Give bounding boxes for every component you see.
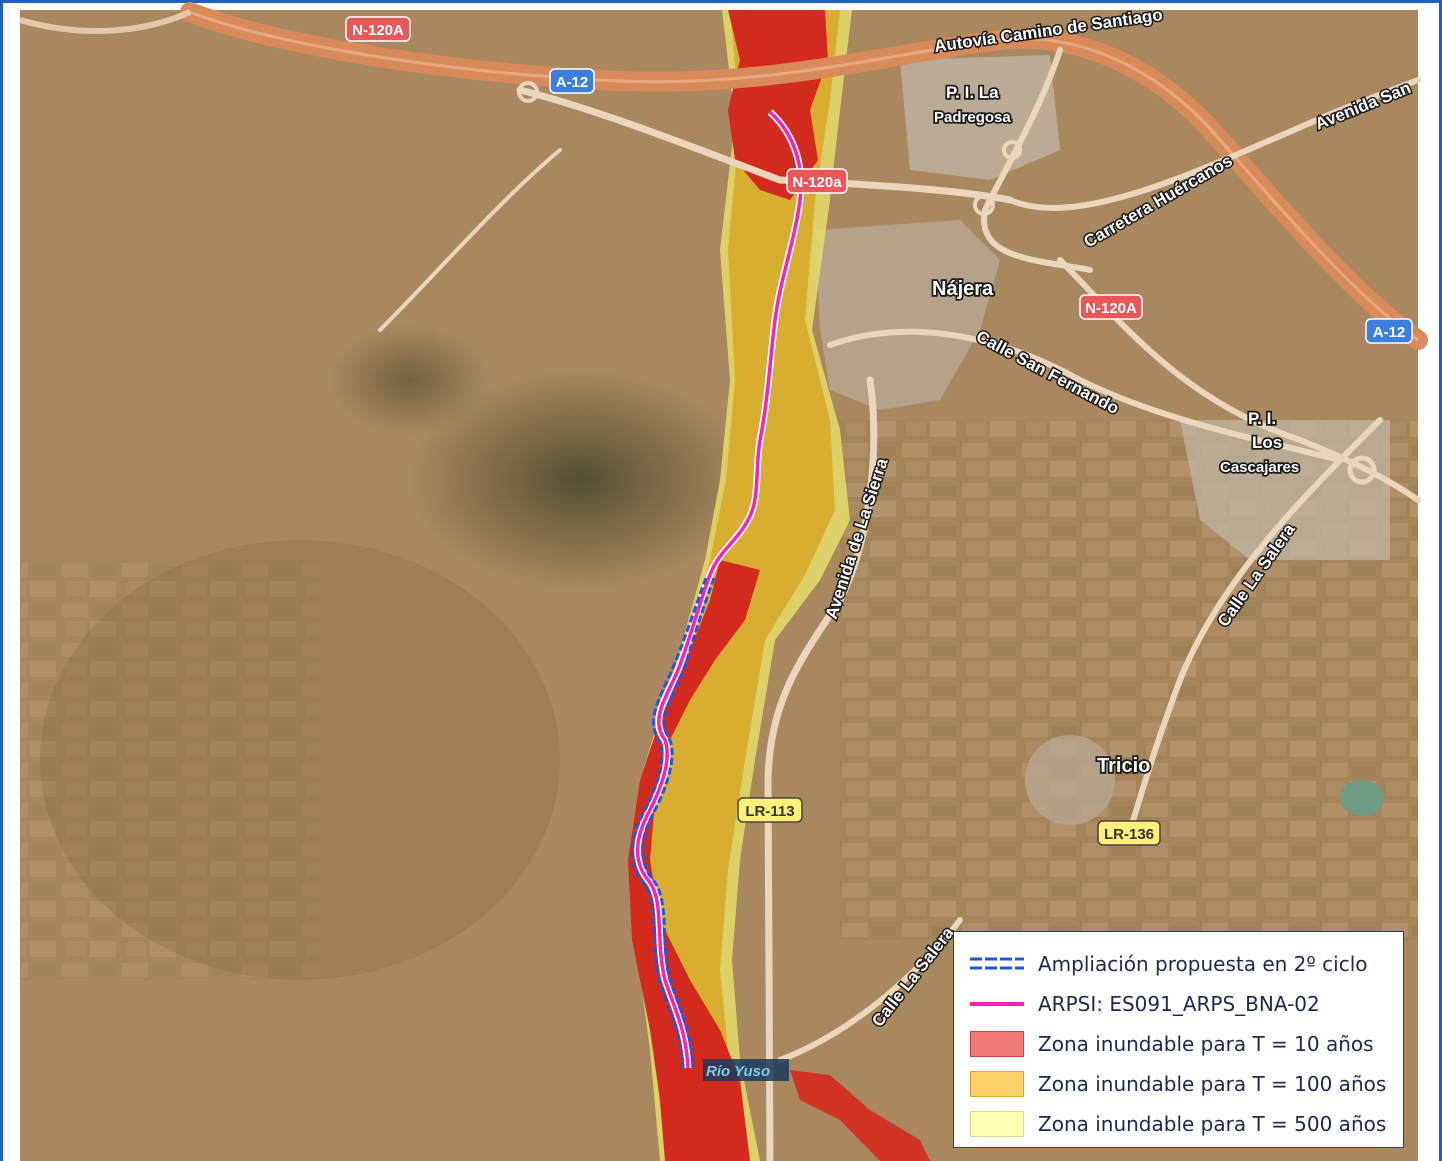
farm-fields-west (20, 560, 320, 980)
shield-n120A-right-bg (1079, 294, 1143, 320)
legend-label-extension: Ampliación propuesta en 2º ciclo (1038, 952, 1368, 976)
label-rio-yuso: Río Yuso (706, 1063, 770, 1080)
label-pi-padregosa-2: Padregosa (934, 109, 1011, 126)
magenta-line-icon (970, 1002, 1024, 1006)
red-swatch-icon (970, 1031, 1024, 1057)
label-pi-cascajares-1: P. I. (1248, 409, 1276, 428)
dashed-blue-line-icon (970, 957, 1024, 970)
flood-zone-t10-east-branch (790, 1070, 930, 1161)
shield-n120A-top-bg (345, 16, 411, 42)
legend-label-arpsi: ARPSI: ES091_ARPS_BNA-02 (1038, 992, 1320, 1016)
legend-label-t10: Zona inundable para T = 10 años (1038, 1032, 1374, 1056)
shield-lr113: LR-113 (745, 803, 794, 820)
legend-item-t10: Zona inundable para T = 10 años (954, 1026, 1403, 1062)
shield-lr136: LR-136 (1104, 826, 1154, 843)
carretera-huercanos-road (1007, 77, 1421, 211)
calle-la-salera-road (1127, 417, 1383, 833)
roundabout-west (517, 81, 539, 103)
orange-swatch-icon (970, 1071, 1024, 1097)
label-pi-cascajares-3: Cascajares (1220, 459, 1299, 476)
legend-label-t500: Zona inundable para T = 500 años (1038, 1112, 1387, 1136)
extension-line-right (641, 577, 716, 1069)
rio-yuso-label-bg (703, 1059, 789, 1081)
roundabout-najera (973, 194, 995, 216)
roundabout-cascajares (1347, 455, 1377, 485)
shield-n120A-top: N-120A (352, 22, 404, 39)
avenida-de-la-sierra-road (764, 376, 878, 1161)
label-pi-cascajares-2: Los (1252, 433, 1282, 452)
shield-lr113-bg (737, 797, 803, 823)
arpsi-line-magenta (635, 110, 803, 1069)
yellow-swatch-icon (970, 1111, 1024, 1137)
flood-zone-t10-mid (628, 560, 760, 1161)
roundabout-padregosa (1002, 140, 1022, 160)
flood-zone-t10-north (728, 10, 828, 200)
shield-a12-right-bg (1365, 318, 1413, 344)
autovia-lane-divider (189, 10, 1419, 342)
tricio-urban-area (1025, 735, 1115, 825)
shield-a12-top: A-12 (556, 74, 589, 91)
shield-lr136-bg (1097, 820, 1161, 846)
hills-shade (40, 540, 560, 980)
shield-n120a-mid-bg (786, 168, 848, 194)
calle-san-fernando-road (827, 328, 1343, 463)
forest-patch-2 (330, 325, 490, 435)
label-najera: Nájera (932, 278, 994, 300)
n120a-road (516, 86, 1014, 204)
shield-n120A-right: N-120A (1085, 300, 1137, 317)
legend-item-t100: Zona inundable para T = 100 años (954, 1066, 1403, 1102)
shield-n120a-mid: N-120a (792, 174, 842, 191)
legend-item-arpsi: ARPSI: ES091_ARPS_BNA-02 (954, 986, 1403, 1022)
shield-a12-top-bg (549, 68, 595, 94)
autovia-branch-west (19, 9, 192, 34)
west-road (378, 148, 562, 332)
label-pi-padregosa-1: P. I. La (946, 83, 999, 102)
legend-label-t100: Zona inundable para T = 100 años (1038, 1072, 1387, 1096)
legend-item-extension: Ampliación propuesta en 2º ciclo (954, 946, 1403, 982)
pond (1340, 780, 1384, 816)
map-legend: Ampliación propuesta en 2º ciclo ARPSI: … (953, 931, 1404, 1148)
calle-la-salera-bottom-road (777, 917, 963, 1063)
legend-item-t500: Zona inundable para T = 500 años (954, 1106, 1403, 1142)
label-tricio: Tricio (1097, 755, 1150, 777)
shield-a12-right: A-12 (1373, 324, 1406, 341)
forest-patch (410, 370, 750, 590)
najera-urban-area (815, 220, 1000, 410)
padregosa-access-road (980, 47, 1093, 273)
extension-line-left (631, 577, 708, 1069)
